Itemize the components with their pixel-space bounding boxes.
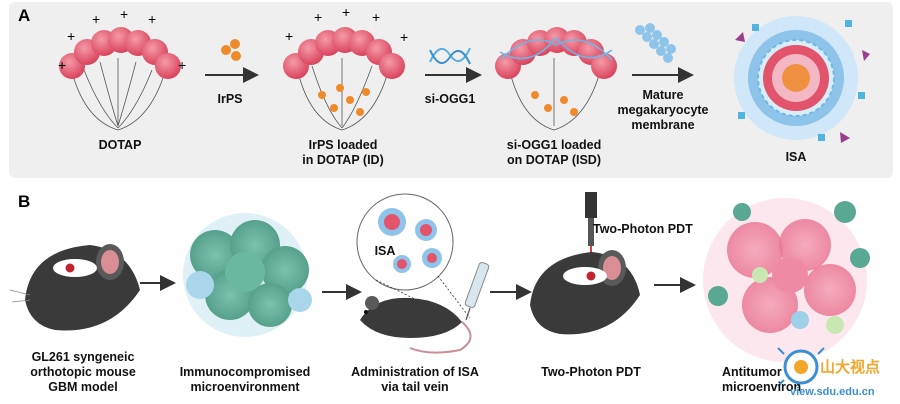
label-step-b1: GL261 syngeneic orthotopic mouse GBM mod… [18,350,148,395]
membrane-fragment-icon [635,23,676,63]
label-laser: Two-Photon PDT [593,222,693,236]
label-id-line1: IrPS loaded [308,138,378,152]
panel-a-letter: A [18,6,31,25]
svg-text:+: + [314,9,322,25]
label-membrane-line2: megakaryocyte [617,103,709,117]
label-b2-line2: microenvironment [190,380,300,394]
label-b3-line1: Administration of ISA [351,365,479,379]
panel-b-letter: B [18,192,31,211]
label-membrane-line3: membrane [631,118,695,132]
label-isd: si-OGG1 loaded on DOTAP (ISD) [493,138,615,168]
label-b2-line1: Immunocompromised [179,365,311,379]
svg-text:+: + [285,28,293,44]
label-dotap: DOTAP [98,138,142,152]
isd-liposome-icon [495,27,617,131]
watermark-url: view.sdu.edu.cn [790,386,875,398]
watermark-text: 山大视点 [820,359,881,376]
label-isa-inset: ISA [374,244,396,258]
mouse-head-icon-2 [530,250,640,335]
sirna-helix-icon [429,47,471,65]
irps-molecule-icon [221,39,241,61]
mouse-body-icon [360,296,472,354]
charge-plus: + [92,11,100,27]
label-arrow-membrane: Mature megakaryocyte membrane [608,88,718,133]
label-step-b3: Administration of ISA via tail vein [340,365,490,395]
charge-plus: + [67,28,75,44]
label-b1-line2: orthotopic mouse [30,365,136,379]
label-b3-line2: via tail vein [381,380,449,394]
antitumor-cluster-icon [703,198,870,362]
label-id-line2: in DOTAP (ID) [302,153,384,167]
watermark-logo-icon [777,347,825,387]
charge-plus: + [148,11,156,27]
label-arrow-siogg1: si-OGG1 [424,92,476,106]
isa-inset-icon [356,193,471,323]
svg-text:+: + [342,4,350,20]
label-isd-line2: on DOTAP (ISD) [507,153,601,167]
isa-nanoparticle-icon [734,16,870,143]
charge-plus: + [178,57,186,73]
svg-text:+: + [400,29,408,45]
label-b5-line2: microenviron [722,380,802,394]
label-arrow-irps: IrPS [217,92,243,106]
syringe-icon [464,262,490,321]
label-id: IrPS loaded in DOTAP (ID) [288,138,398,168]
tumor-cluster-icon [183,213,312,337]
label-step-b2: Immunocompromised microenvironment [172,365,318,395]
label-b1-line1: GL261 syngeneic [31,350,135,364]
label-isd-line1: si-OGG1 loaded [506,138,602,152]
charge-plus: + [58,57,66,73]
label-step-b4: Two-Photon PDT [541,365,641,379]
id-liposome-icon [283,27,405,131]
label-b1-line3: GBM model [48,380,118,394]
charge-plus: + [120,6,128,22]
svg-text:+: + [372,9,380,25]
label-step-b5: Antitumor microenviron [722,365,802,395]
mouse-head-icon [9,244,140,331]
dotap-liposome-icon [59,27,181,131]
label-isa: ISA [785,150,807,164]
label-b5-line1: Antitumor [722,365,782,379]
label-membrane-line1: Mature [642,88,684,102]
